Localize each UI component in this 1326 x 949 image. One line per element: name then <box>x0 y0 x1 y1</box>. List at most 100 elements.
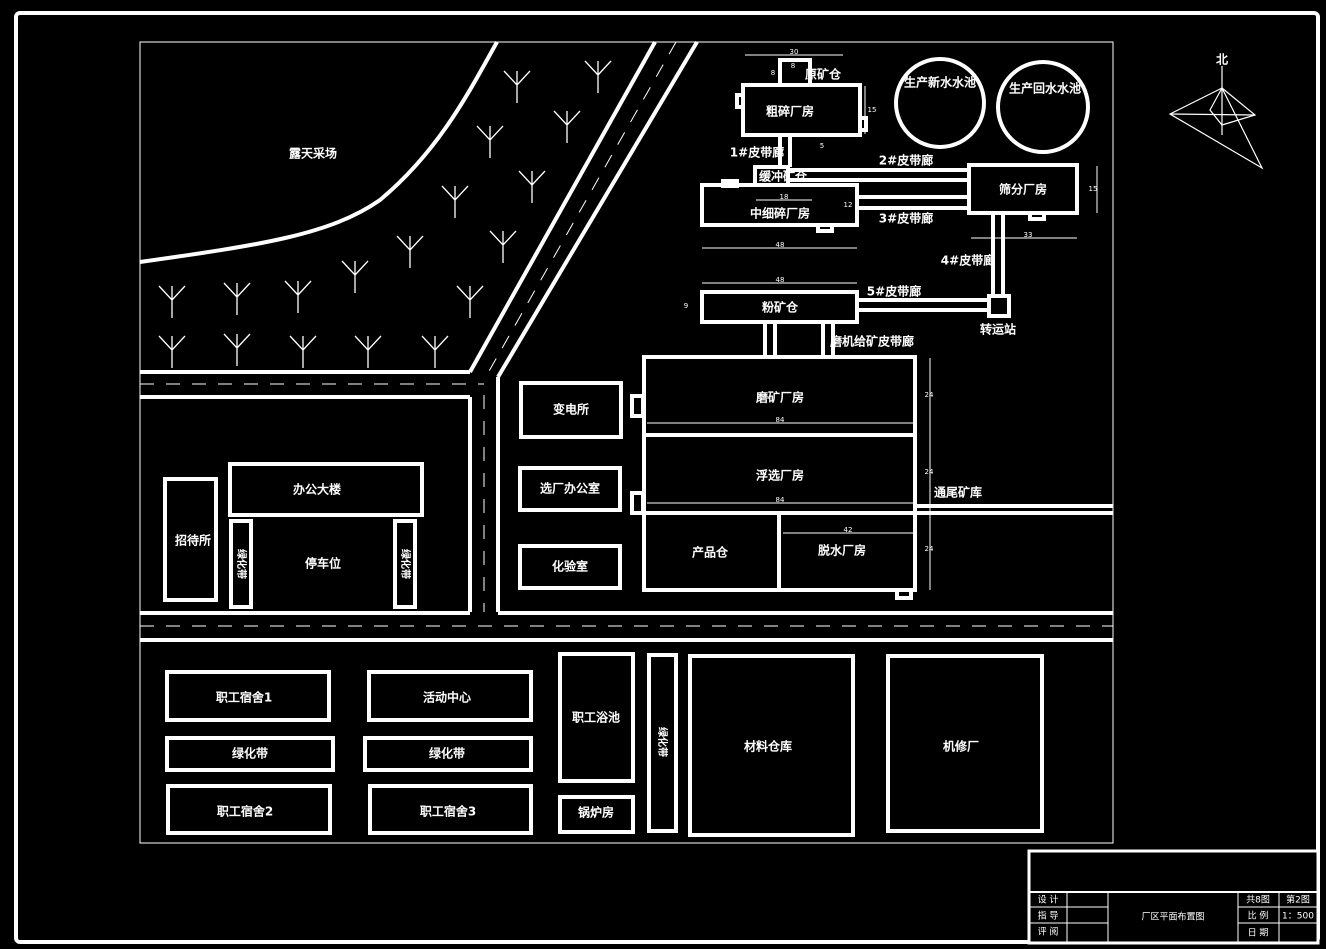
title-block: 设 计 指 导 评 阅 厂区平面布置图 共8图 第2图 比 例 1：500 日 … <box>1027 849 1320 945</box>
mill-feed-belt-label: 磨机给矿皮带廊 <box>829 334 914 349</box>
office-building-label: 办公大楼 <box>293 482 341 497</box>
dim: 9 <box>684 302 688 310</box>
tree-icon <box>456 285 484 318</box>
belt-5-label: 5#皮带廊 <box>867 284 921 299</box>
dorm-1 <box>165 670 331 722</box>
transfer-station <box>987 294 1011 318</box>
dim: 15 <box>1089 185 1098 193</box>
dewatering-building-label: 脱水厂房 <box>818 543 866 558</box>
fine-ore-bin-label: 粉矿仓 <box>762 300 799 315</box>
guide-label: 指 导 <box>1038 910 1059 922</box>
coarse-crushing-label: 粗碎厂房 <box>766 104 814 119</box>
tree-icons <box>158 60 612 368</box>
green-belt <box>165 736 335 772</box>
dim: 24 <box>925 391 934 399</box>
flotation-building-label: 浮选厂房 <box>756 468 804 483</box>
dorm-2-label: 职工宿舍2 <box>217 804 273 819</box>
design-label: 设 计 <box>1038 894 1059 906</box>
total-sheets: 共8图 <box>1246 895 1270 906</box>
dim: 42 <box>844 526 853 534</box>
boiler-room <box>558 795 635 834</box>
dim: 8 <box>791 62 795 70</box>
tree-icon <box>476 125 504 158</box>
return-water-pool <box>996 60 1090 154</box>
parking-label: 停车位 <box>305 556 341 571</box>
transfer-station-label: 转运站 <box>980 322 1016 337</box>
screening-label: 筛分厂房 <box>999 182 1047 197</box>
scale-label: 比 例 <box>1248 910 1269 922</box>
tree-icon <box>158 285 186 318</box>
drawing-frame <box>139 41 1114 844</box>
dorm-1-label: 职工宿舍1 <box>216 690 272 705</box>
tailings-pipeline-label: 通尾矿库 <box>934 485 982 500</box>
dim: 12 <box>844 201 853 209</box>
north-label: 北 <box>1216 52 1228 67</box>
green-belt <box>363 736 533 772</box>
tree-icon <box>289 335 317 368</box>
coarse-crushing-building <box>741 83 862 137</box>
belt-2-label: 2#皮带廊 <box>879 153 933 168</box>
green-belt-label: 绿化带 <box>232 746 268 761</box>
dim: 24 <box>925 545 934 553</box>
open-pit-label: 露天采场 <box>289 146 337 161</box>
boiler-room-label: 锅炉房 <box>578 805 614 820</box>
tree-icon <box>441 185 469 218</box>
materials-warehouse-label: 材料仓库 <box>743 739 792 754</box>
tree-icon <box>354 335 382 368</box>
dorm-3-label: 职工宿舍3 <box>420 804 476 819</box>
dim: 15 <box>868 106 877 114</box>
dim: 84 <box>776 416 785 424</box>
roads <box>140 40 1113 642</box>
open-pit-boundary <box>139 41 499 264</box>
outer-border <box>14 11 1320 944</box>
tree-icon <box>553 110 581 143</box>
green-belt-label: 绿化带 <box>656 727 669 757</box>
tree-icon <box>421 335 449 368</box>
belt-1-label: 1#皮带廊 <box>730 145 784 160</box>
dim: 8 <box>771 69 775 77</box>
dim: 18 <box>780 193 789 201</box>
green-belt-label: 绿化带 <box>429 746 465 761</box>
grinding-building-label: 磨矿厂房 <box>755 390 804 405</box>
guesthouse-label: 招待所 <box>175 533 211 548</box>
tree-icon <box>341 260 369 293</box>
substation-label: 变电所 <box>553 402 589 417</box>
tree-icon <box>223 282 251 315</box>
green-belt <box>393 519 417 609</box>
fine-ore-bin <box>700 290 859 324</box>
green-belt <box>647 653 678 833</box>
north-arrow-icon <box>1168 66 1264 170</box>
dim: 33 <box>1024 231 1033 239</box>
product-bin-label: 产品仓 <box>692 545 729 560</box>
repair-shop <box>886 654 1044 833</box>
tree-icon <box>284 280 312 313</box>
sheet-number: 第2图 <box>1286 894 1310 906</box>
dorm-2 <box>166 784 332 835</box>
belt-4-label: 4#皮带廊 <box>941 253 995 268</box>
green-belt <box>229 519 253 609</box>
materials-warehouse <box>688 654 855 837</box>
dim: 48 <box>776 276 785 284</box>
dim: 24 <box>925 468 934 476</box>
return-water-pool-label: 生产回水水池 <box>1009 81 1081 96</box>
dim: 30 <box>790 48 799 56</box>
dorm-3 <box>368 784 533 835</box>
dim: 84 <box>776 496 785 504</box>
activity-center <box>367 670 533 722</box>
green-belt-label: 绿化带 <box>235 549 248 579</box>
review-label: 评 阅 <box>1038 927 1059 938</box>
tree-icon <box>584 60 612 93</box>
drawing-title: 厂区平面布置图 <box>1141 911 1204 923</box>
plant-office <box>518 466 622 512</box>
office-building <box>228 462 424 517</box>
bathhouse-label: 职工浴池 <box>572 710 620 725</box>
tree-icon <box>489 230 517 263</box>
dim: 5 <box>820 142 824 150</box>
tree-icon <box>503 70 531 103</box>
scale-value: 1：500 <box>1282 912 1314 922</box>
date-label: 日 期 <box>1248 928 1269 939</box>
medium-fine-crushing-label: 中细碎厂房 <box>750 206 810 221</box>
substation <box>519 381 623 439</box>
tree-icon <box>518 170 546 203</box>
